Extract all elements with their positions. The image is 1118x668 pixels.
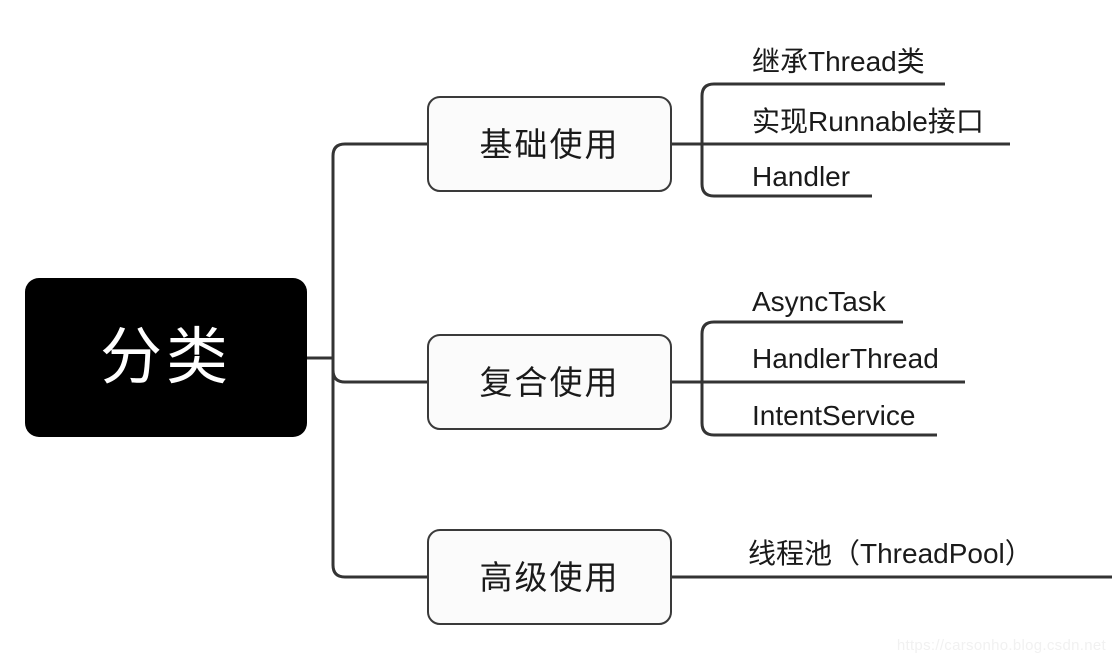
leaf-label-asynctask[interactable]: AsyncTask bbox=[752, 286, 886, 317]
leaf-label-extend-thread[interactable]: 继承Thread类 bbox=[752, 46, 925, 77]
branch-node-composite-usage[interactable]: 复合使用 bbox=[427, 334, 672, 430]
branch-node-label: 复合使用 bbox=[479, 363, 620, 401]
root-node-label: 分类 bbox=[99, 322, 232, 392]
leaf-label-implement-runnable[interactable]: 实现Runnable接口 bbox=[752, 106, 984, 137]
branch-node-basic-usage[interactable]: 基础使用 bbox=[427, 96, 672, 192]
watermark: https://carsonho.blog.csdn.net bbox=[896, 637, 1106, 654]
leaf-label-handlerthread[interactable]: HandlerThread bbox=[752, 343, 939, 374]
leaf-label-handler[interactable]: Handler bbox=[752, 161, 851, 192]
connector-trunk-branch-3 bbox=[331, 370, 427, 579]
connector-trunk-branch-1 bbox=[331, 142, 427, 358]
root-node[interactable]: 分类 bbox=[25, 278, 307, 437]
connector-trunk-branch-2 bbox=[331, 358, 427, 384]
leaf-label-intentservice[interactable]: IntentService bbox=[752, 400, 916, 431]
leaf-label-thread-pool[interactable]: 线程池（ThreadPool） bbox=[748, 538, 1033, 569]
branch-node-label: 基础使用 bbox=[479, 125, 620, 163]
branch-node-label: 高级使用 bbox=[479, 558, 620, 596]
branch-node-advanced-usage[interactable]: 高级使用 bbox=[427, 529, 672, 625]
